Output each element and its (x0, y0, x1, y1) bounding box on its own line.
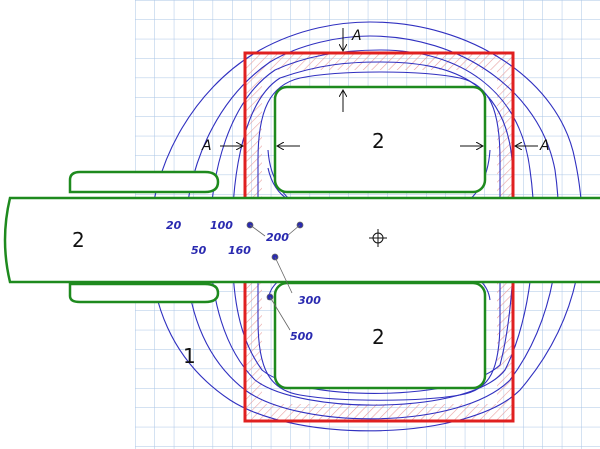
contour-100 (209, 49, 535, 406)
section-arrows (220, 28, 538, 146)
bottom-block (273, 281, 487, 390)
contour-label-50: 50 (191, 244, 207, 257)
label-region-1: 1 (183, 344, 196, 368)
center-mark-icon (369, 229, 387, 247)
section-mark-top: A (351, 28, 362, 44)
contour-leaders (246, 221, 304, 331)
contour-label-300: 300 (298, 294, 321, 307)
top-block (273, 85, 487, 194)
label-region-2-bottom: 2 (372, 325, 385, 349)
contour-label-100: 100 (210, 219, 233, 232)
horizontal-bar (3, 196, 600, 284)
contour-label-160: 160 (228, 244, 251, 257)
small-tab-top (68, 170, 220, 194)
contour-20 (149, 21, 583, 432)
contour-label-500: 500 (290, 330, 313, 343)
section-mark-right: A (539, 138, 550, 154)
label-region-2-top: 2 (372, 129, 385, 153)
label-region-2-left: 2 (72, 228, 85, 252)
contour-label-20: 20 (166, 219, 182, 232)
contour-50 (184, 35, 560, 420)
small-tab-bottom (68, 282, 220, 304)
section-mark-left: A (201, 138, 212, 154)
contour-label-200: 200 (266, 231, 289, 244)
